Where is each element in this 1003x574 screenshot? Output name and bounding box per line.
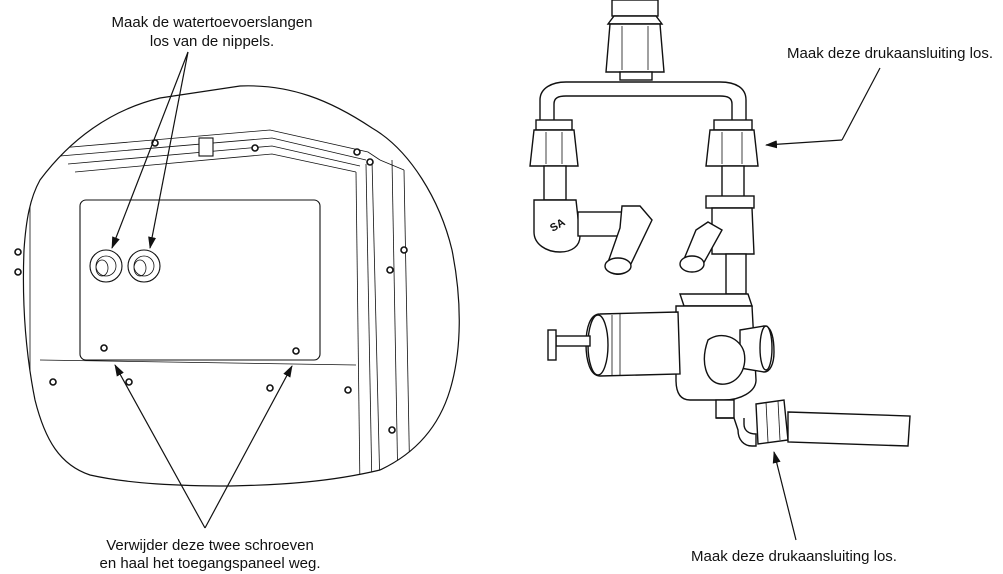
valve-body xyxy=(547,293,775,401)
left-fitting: SA xyxy=(529,119,653,275)
u-pipe xyxy=(539,81,747,125)
cabinet-top-edge xyxy=(59,129,381,161)
access-panel xyxy=(79,199,321,361)
screws-arrow-left xyxy=(114,364,206,529)
water-nipple-right xyxy=(127,249,161,283)
panel-screw-left xyxy=(100,344,108,352)
pressure-top-arrow xyxy=(841,67,881,141)
pressure-top-label: Maak deze drukaansluiting los. xyxy=(787,45,993,62)
pressure-bottom-arrow xyxy=(772,451,797,541)
hoses-arrow-right xyxy=(148,51,189,249)
outlet-tube xyxy=(787,411,911,447)
top-fitting xyxy=(605,0,665,81)
hoses-arrow-left xyxy=(111,51,189,249)
cabinet-closeup: Maak de watertoevoerslangen los van de n… xyxy=(14,14,460,572)
pressure-bottom-label: Maak deze drukaansluiting los. xyxy=(691,548,897,565)
outlet-fitting xyxy=(715,399,911,447)
screws-label-line2: en haal het toegangspaneel weg. xyxy=(99,555,320,572)
screws-arrow-right xyxy=(204,365,293,529)
cabinet-side-frame xyxy=(355,171,361,487)
cabinet-screws xyxy=(14,139,408,434)
sa-elbow xyxy=(533,199,581,253)
solenoid-coil xyxy=(585,311,681,377)
pressure-valve-assembly: SA xyxy=(529,0,993,565)
right-fitting xyxy=(679,119,759,295)
hoses-label-line1: Maak de watertoevoerslangen xyxy=(112,14,313,31)
screws-label-line1: Verwijder deze twee schroeven xyxy=(106,537,314,554)
closeup-outline xyxy=(22,85,460,487)
panel-screw-right xyxy=(292,347,300,355)
water-nipple-left xyxy=(89,249,123,283)
hoses-label-line2: los van de nippels. xyxy=(150,33,274,50)
